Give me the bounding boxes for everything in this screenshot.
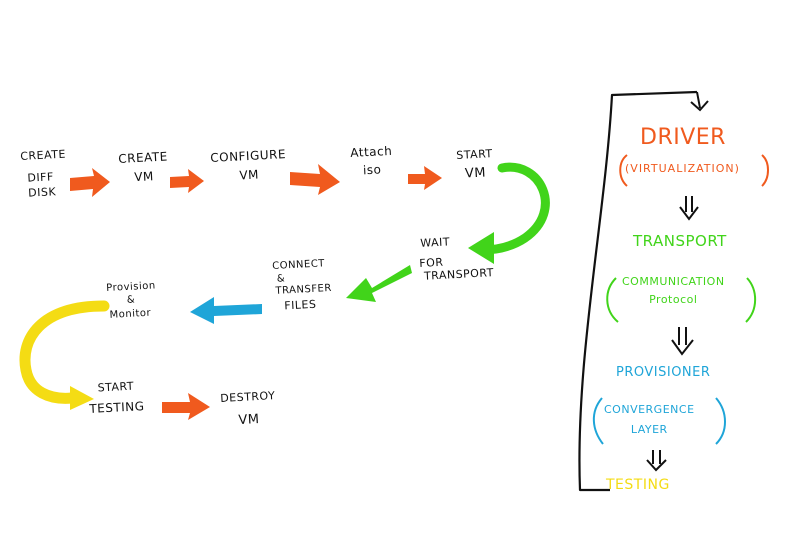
stack-comm-line2: Protocol (649, 292, 698, 306)
stack-convergence: CONVERGENCE LAYER (604, 404, 695, 435)
arrow-testing-to-destroy (162, 393, 210, 420)
virtualization-close-paren (761, 154, 769, 187)
label-create-diff-disk-line3: DISK (27, 185, 57, 200)
label-attach-iso-line1: Attach (349, 143, 393, 160)
double-arrow-driver-transport-icon (679, 196, 699, 221)
arrow-configure-to-attach (290, 164, 340, 195)
protocol-close-paren (745, 277, 757, 323)
label-wait-for-transport: WAIT FOR TRANSPORT (418, 234, 494, 282)
arrow-disk-to-vm (70, 168, 110, 197)
double-arrow-transport-provisioner-icon (671, 327, 694, 356)
label-start-vm: START VM (455, 147, 494, 182)
arrow-attach-to-start (408, 166, 442, 190)
label-attach-iso: Attach ISO (349, 143, 393, 177)
label-configure-vm: CONFIGURE VM (209, 147, 287, 183)
arrow-wait-to-connect (346, 265, 412, 302)
stack-testing: TESTING (606, 477, 670, 493)
label-connect-transfer: CONNECT & TRANSFER FILES (271, 258, 333, 312)
label-destroy-line1: DESTROY (219, 389, 276, 405)
stack-provisioner: PROVISIONER (616, 365, 711, 380)
label-provision-monitor: Provision & Monitor (105, 280, 157, 321)
down-arrow-top-icon (690, 91, 709, 112)
label-create-vm-line1: CREATE (117, 149, 169, 166)
label-start-testing-line1: START (97, 379, 135, 395)
label-connect-line1: CONNECT (271, 258, 326, 272)
label-start-testing: START TESTING (88, 379, 145, 416)
virtualization-open-paren (619, 154, 628, 187)
green-curve-start-to-wait (477, 162, 550, 255)
stack-comm-protocol: COMMUNICATION Protocol (622, 276, 725, 305)
stack-virtualization: (VIRTUALIZATION) (625, 162, 740, 175)
stack-driver: DRIVER (640, 125, 726, 150)
stack-convergence-line2: LAYER (630, 422, 668, 436)
convergence-close-paren (715, 397, 726, 445)
label-create-diff-disk: CREATE DIFF DISK (19, 147, 68, 200)
label-connect-line3: TRANSFER (275, 282, 333, 297)
label-wait-line1: WAIT (419, 235, 451, 250)
yellow-curve-provision-to-testing (19, 300, 110, 404)
protocol-open-paren (606, 277, 619, 323)
label-create-vm-line2: VM (133, 168, 155, 184)
label-create-diff-disk-line1: CREATE (19, 147, 67, 163)
label-provision-line2: & (126, 294, 136, 306)
yellow-curve-arrowhead (70, 386, 94, 410)
label-destroy-vm: DESTROY VM (219, 389, 277, 428)
stack-convergence-line1: CONVERGENCE (604, 403, 695, 416)
arrow-connect-to-provision (190, 297, 262, 324)
label-destroy-line2: VM (238, 411, 260, 428)
stack-bracket (578, 90, 698, 492)
arrow-vm-to-configure (170, 169, 204, 193)
label-start-vm-line2: VM (464, 165, 487, 182)
stack-transport: TRANSPORT (633, 232, 727, 250)
label-create-diff-disk-line2: DIFF (27, 169, 55, 185)
label-create-vm: CREATE VM (117, 149, 169, 184)
label-start-testing-line2: TESTING (88, 398, 145, 416)
label-attach-iso-line2: ISO (362, 161, 382, 177)
green-curve-arrowhead (468, 232, 494, 264)
label-provision-line1: Provision (105, 280, 156, 294)
label-configure-vm-line1: CONFIGURE (209, 147, 287, 165)
label-start-vm-line1: START (455, 147, 494, 162)
stack-comm-line1: COMMUNICATION (622, 275, 725, 288)
convergence-open-paren (592, 397, 604, 445)
double-arrow-provisioner-testing-icon (646, 450, 667, 472)
